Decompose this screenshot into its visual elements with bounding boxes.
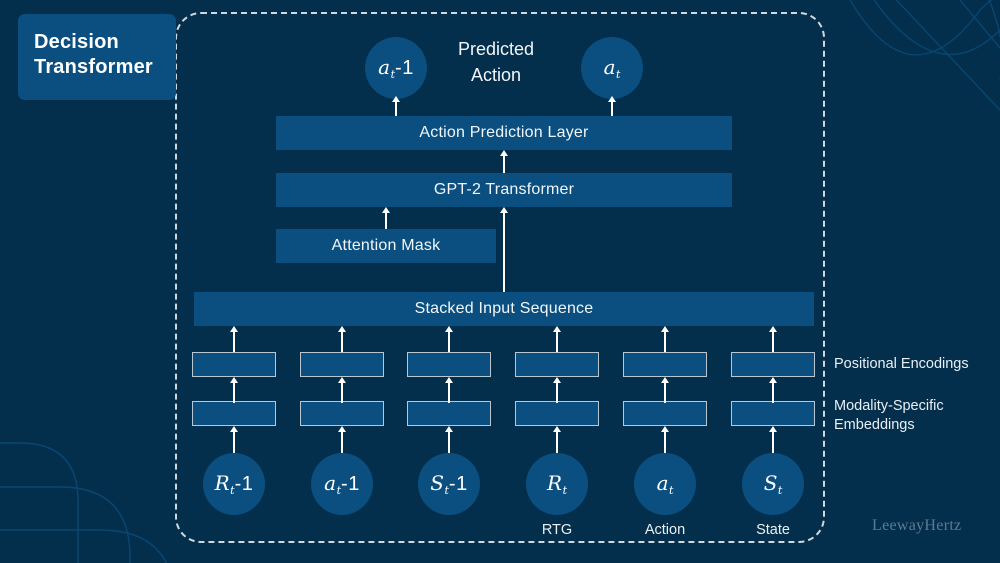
predicted-action-prev-token: at-1 — [378, 55, 414, 81]
arrowhead-token-to-modality-6 — [769, 426, 777, 432]
connector-positional-to-stacked-2 — [341, 332, 343, 352]
arrowhead-positional-to-stacked-1 — [230, 326, 238, 332]
positional-encoding-box-5[interactable] — [623, 352, 707, 377]
arrowhead-token-to-modality-5 — [661, 426, 669, 432]
arrowhead-token-to-modality-1 — [230, 426, 238, 432]
predicted-action-curr-token: at — [603, 55, 621, 81]
connector-positional-to-stacked-4 — [556, 332, 558, 352]
positional-encoding-box-6[interactable] — [731, 352, 815, 377]
modality-embedding-box-2[interactable] — [300, 401, 384, 426]
input-token-label-1: Rt-1 — [214, 471, 254, 497]
token-caption-state: State — [756, 522, 790, 538]
predicted-action-label: Predicted Action — [430, 36, 562, 88]
connector-modality-to-positional-4 — [556, 383, 558, 403]
positional-encoding-box-4[interactable] — [515, 352, 599, 377]
arrowhead-layer-to-prev-action — [392, 96, 400, 102]
positional-encodings-label: Positional Encodings — [834, 356, 969, 372]
connector-positional-to-stacked-6 — [772, 332, 774, 352]
connector-modality-to-positional-5 — [664, 383, 666, 403]
connector-gpt2-to-prediction — [503, 156, 505, 173]
input-token-circle-2: at-1 — [311, 453, 373, 515]
connector-layer-to-curr-action — [611, 102, 613, 116]
arrowhead-modality-to-positional-2 — [338, 377, 346, 383]
input-token-circle-6: St — [742, 453, 804, 515]
modality-embedding-box-6[interactable] — [731, 401, 815, 426]
arrowhead-modality-to-positional-1 — [230, 377, 238, 383]
token-caption-action: Action — [644, 522, 686, 538]
predicted-action-prev-circle: at-1 — [365, 37, 427, 99]
input-token-label-3: St-1 — [430, 471, 468, 497]
arrowhead-stacked-to-gpt2 — [500, 207, 508, 213]
arrowhead-positional-to-stacked-3 — [445, 326, 453, 332]
gpt2-transformer-box[interactable]: GPT-2 Transformer — [276, 173, 732, 207]
connector-modality-to-positional-2 — [341, 383, 343, 403]
input-token-circle-3: St-1 — [418, 453, 480, 515]
arrowhead-token-to-modality-2 — [338, 426, 346, 432]
input-token-circle-1: Rt-1 — [203, 453, 265, 515]
connector-modality-to-positional-1 — [233, 383, 235, 403]
arrowhead-positional-to-stacked-5 — [661, 326, 669, 332]
title-line-1: Decision — [34, 31, 119, 53]
connector-token-to-modality-6 — [772, 432, 774, 453]
predicted-action-curr-circle: at — [581, 37, 643, 99]
connector-layer-to-prev-action — [395, 102, 397, 116]
connector-positional-to-stacked-3 — [448, 332, 450, 352]
input-token-label-2: at-1 — [324, 471, 360, 497]
arrowhead-gpt2-to-prediction — [500, 150, 508, 156]
watermark: LeewayHertz — [872, 517, 962, 534]
connector-mask-to-gpt2 — [385, 213, 387, 229]
title-line-2: Transformer — [34, 56, 153, 78]
title-badge: Decision Transformer — [18, 14, 176, 100]
arrowhead-positional-to-stacked-2 — [338, 326, 346, 332]
connector-token-to-modality-5 — [664, 432, 666, 453]
connector-token-to-modality-2 — [341, 432, 343, 453]
arrowhead-token-to-modality-3 — [445, 426, 453, 432]
modality-embeddings-line-1: Modality-Specific — [834, 398, 944, 414]
modality-embedding-box-4[interactable] — [515, 401, 599, 426]
arrowhead-layer-to-curr-action — [608, 96, 616, 102]
connector-token-to-modality-1 — [233, 432, 235, 453]
connector-modality-to-positional-3 — [448, 383, 450, 403]
arrowhead-modality-to-positional-3 — [445, 377, 453, 383]
diagram-boundary — [175, 12, 825, 543]
action-prediction-layer-box[interactable]: Action Prediction Layer — [276, 116, 732, 150]
arrowhead-modality-to-positional-6 — [769, 377, 777, 383]
input-token-label-6: St — [763, 471, 783, 497]
modality-embedding-box-3[interactable] — [407, 401, 491, 426]
arrowhead-token-to-modality-4 — [553, 426, 561, 432]
connector-positional-to-stacked-5 — [664, 332, 666, 352]
arrowhead-modality-to-positional-4 — [553, 377, 561, 383]
modality-embeddings-label: Modality-Specific Embeddings — [834, 397, 984, 435]
connector-modality-to-positional-6 — [772, 383, 774, 403]
connector-token-to-modality-4 — [556, 432, 558, 453]
input-token-circle-4: Rt — [526, 453, 588, 515]
arrowhead-positional-to-stacked-4 — [553, 326, 561, 332]
arrowhead-positional-to-stacked-6 — [769, 326, 777, 332]
positional-encoding-box-1[interactable] — [192, 352, 276, 377]
token-caption-rtg: RTG — [541, 522, 573, 538]
connector-positional-to-stacked-1 — [233, 332, 235, 352]
modality-embedding-box-5[interactable] — [623, 401, 707, 426]
connector-token-to-modality-3 — [448, 432, 450, 453]
positional-encoding-box-3[interactable] — [407, 352, 491, 377]
input-token-label-5: at — [656, 471, 674, 497]
arrowhead-modality-to-positional-5 — [661, 377, 669, 383]
predicted-action-line-2: Action — [470, 65, 522, 85]
positional-encoding-box-2[interactable] — [300, 352, 384, 377]
modality-embeddings-line-2: Embeddings — [834, 417, 915, 433]
stacked-input-sequence-box[interactable]: Stacked Input Sequence — [194, 292, 814, 326]
connector-stacked-to-gpt2 — [503, 213, 505, 292]
input-token-circle-5: at — [634, 453, 696, 515]
attention-mask-box[interactable]: Attention Mask — [276, 229, 496, 263]
input-token-label-4: Rt — [547, 471, 567, 497]
arrowhead-mask-to-gpt2 — [382, 207, 390, 213]
predicted-action-line-1: Predicted — [457, 39, 535, 59]
modality-embedding-box-1[interactable] — [192, 401, 276, 426]
